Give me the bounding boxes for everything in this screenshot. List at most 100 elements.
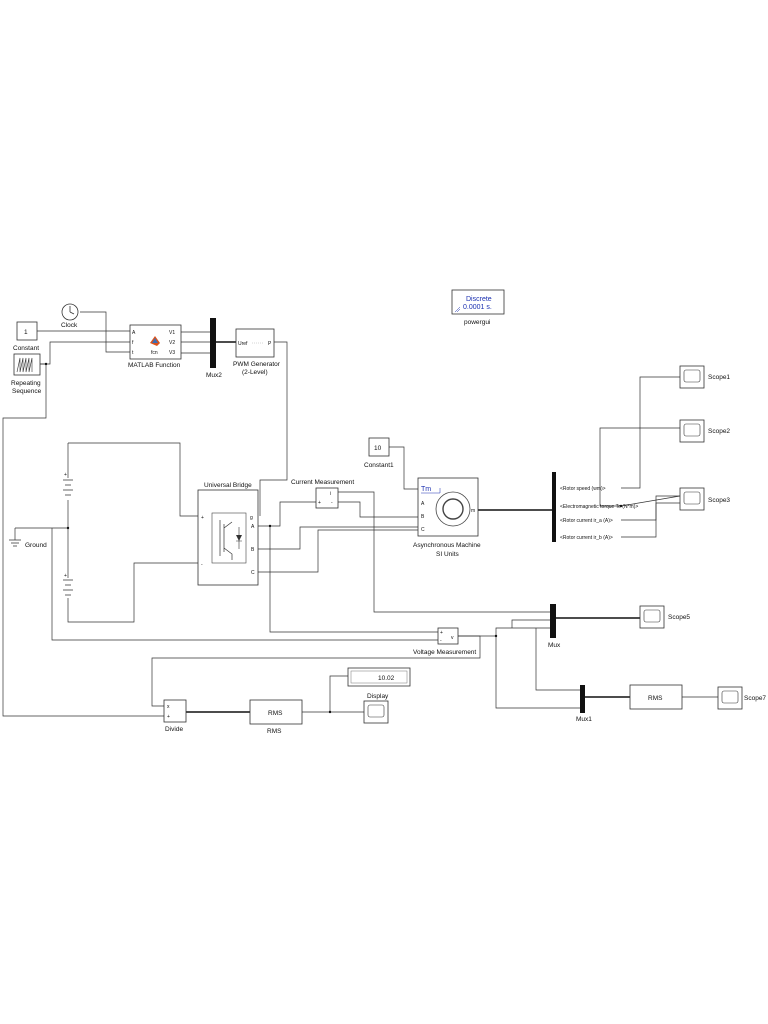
scope-rms-block[interactable] — [363, 700, 389, 724]
bus-selector-block[interactable]: <Rotor speed (wm)> <Electromagnetic torq… — [552, 472, 638, 542]
divide-label: Divide — [165, 726, 183, 733]
rms-block[interactable]: RMS RMS — [249, 699, 303, 735]
constant1-value: 10 — [374, 445, 382, 452]
asynchronous-machine-block[interactable]: Tm A B C m Asynchronous Machine SI Units — [413, 477, 481, 558]
scope7-block[interactable]: Scope7 — [717, 686, 766, 710]
pwm-generator-block[interactable]: Uref P PWM Generator (2-Level) — [233, 328, 281, 376]
scope5-label: Scope5 — [668, 614, 690, 621]
scope3-block[interactable]: Scope3 — [679, 487, 730, 511]
rms-label: RMS — [267, 728, 282, 735]
current-meas-port-minus: - — [331, 500, 333, 506]
universal-bridge-label: Universal Bridge — [204, 482, 252, 489]
current-meas-port-plus: + — [318, 500, 321, 506]
rms2-block-text: RMS — [648, 695, 663, 702]
ground-label: Ground — [25, 542, 47, 549]
bridge-port-b: B — [251, 547, 255, 553]
repeating-sequence-label-2: Sequence — [12, 388, 42, 395]
matlab-port-v2: V2 — [169, 340, 175, 346]
rms2-block[interactable]: RMS — [629, 684, 683, 710]
matlab-port-t: t — [132, 350, 134, 356]
scope2-block[interactable]: Scope2 — [679, 419, 730, 443]
rms-block-text: RMS — [268, 710, 283, 717]
clock-label: Clock — [61, 322, 78, 329]
display-block[interactable]: 10.02 Display — [347, 667, 411, 700]
machine-label-2: SI Units — [436, 551, 460, 558]
divide-op-multiply: x — [167, 704, 170, 710]
matlab-function-block[interactable]: A f t V1 V2 V3 fcn MATLAB Function — [128, 324, 182, 369]
pwm-label-1: PWM Generator — [233, 361, 281, 368]
constant-label: Constant — [13, 345, 39, 352]
bus-signal-torque: <Electromagnetic torque Te (N*m)> — [560, 504, 638, 510]
repeating-sequence-label-1: Repeating — [11, 380, 41, 387]
scope1-label: Scope1 — [708, 374, 730, 381]
scope3-label: Scope3 — [708, 497, 730, 504]
matlab-port-v3: V3 — [169, 350, 175, 356]
divide-op-plus: + — [167, 714, 170, 720]
dc-voltage-source-bottom[interactable]: + — [63, 573, 73, 596]
powergui-label: powergui — [464, 319, 490, 326]
display-value: 10.02 — [378, 675, 395, 682]
bridge-port-a: A — [251, 524, 255, 530]
powergui-sample-time: 0.0001 s. — [463, 304, 492, 311]
machine-port-a: A — [421, 501, 425, 507]
svg-text:-: - — [440, 638, 442, 644]
current-measurement-label: Current Measurement — [291, 479, 354, 486]
bus-signal-rotor-speed: <Rotor speed (wm)> — [560, 486, 606, 492]
matlab-port-f: f — [132, 340, 134, 346]
svg-text:+: + — [64, 573, 67, 579]
signal-wires — [2, 311, 718, 717]
scope5-block[interactable]: Scope5 — [639, 605, 690, 629]
mux1-block[interactable]: Mux1 — [576, 685, 592, 723]
powergui-mode: Discrete — [466, 296, 492, 303]
machine-port-b: B — [421, 514, 425, 520]
bridge-port-minus: - — [201, 562, 203, 568]
mux-block[interactable]: Mux — [548, 604, 561, 649]
pwm-label-2: (2-Level) — [242, 369, 268, 376]
igbt-diode-icon — [211, 512, 247, 564]
matlab-function-label: MATLAB Function — [128, 362, 181, 369]
constant-block[interactable]: 1 Constant — [13, 321, 39, 352]
pwm-port-uref: Uref — [238, 341, 248, 347]
bus-signal-rotor-current-b: <Rotor current ir_b (A)> — [560, 535, 613, 541]
clock-block[interactable]: Clock — [61, 303, 79, 329]
matlab-port-v1: V1 — [169, 330, 175, 336]
machine-port-tm: Tm — [421, 486, 431, 493]
voltage-meas-port-v: v — [451, 635, 454, 641]
scope7-label: Scope7 — [744, 695, 766, 702]
voltage-measurement-block[interactable]: + - v Voltage Measurement — [413, 627, 476, 656]
machine-port-c: C — [421, 527, 425, 533]
scope2-label: Scope2 — [708, 428, 730, 435]
bridge-port-c: C — [251, 570, 255, 576]
scope1-block[interactable]: Scope1 — [679, 365, 730, 389]
bridge-port-plus: + — [201, 515, 204, 521]
current-meas-port-i: i — [330, 491, 331, 497]
universal-bridge-block[interactable]: g + - A B C Universal Bridge — [197, 482, 259, 586]
pwm-port-p: P — [268, 341, 272, 347]
svg-text:+: + — [440, 630, 443, 636]
mux2-label: Mux2 — [206, 372, 222, 379]
mux2-block[interactable]: Mux2 — [206, 318, 222, 379]
powergui-block[interactable]: Discrete 0.0001 s. powergui — [451, 289, 505, 326]
ground-block[interactable]: Ground — [9, 539, 47, 549]
mux1-label: Mux1 — [576, 716, 592, 723]
voltage-measurement-label: Voltage Measurement — [413, 649, 476, 656]
constant-value: 1 — [24, 329, 28, 336]
display-label: Display — [367, 693, 389, 700]
dc-voltage-source-top[interactable]: + — [63, 472, 73, 496]
constant1-block[interactable]: 10 Constant1 — [364, 437, 394, 469]
mux-label: Mux — [548, 642, 561, 649]
divide-block[interactable]: x + Divide — [163, 699, 187, 733]
matlab-port-a: A — [132, 330, 136, 336]
constant1-label: Constant1 — [364, 462, 394, 469]
svg-text:+: + — [64, 472, 67, 478]
matlab-logo-icon — [150, 336, 160, 346]
machine-label-1: Asynchronous Machine — [413, 542, 481, 549]
current-measurement-block[interactable]: i + - Current Measurement — [291, 479, 354, 509]
bridge-port-g: g — [250, 515, 253, 521]
bus-signal-rotor-current-a: <Rotor current ir_a (A)> — [560, 518, 613, 524]
wire-junctions — [44, 362, 623, 714]
machine-port-m: m — [471, 508, 475, 514]
matlab-body-label: fcn — [151, 350, 158, 356]
repeating-sequence-block[interactable]: Repeating Sequence — [11, 353, 42, 395]
